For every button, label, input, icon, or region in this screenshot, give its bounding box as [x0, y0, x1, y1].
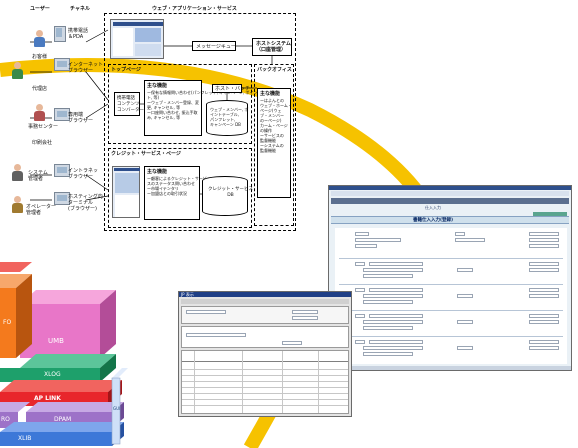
credit-page-block: クレジット・サービス・ページ	[108, 148, 252, 228]
mobile-channel-label: 携帯電話 ＆PDA	[68, 28, 89, 40]
credit-main-functions-box: 主な機能 ー顧客によるクレジット・サービ スのステータス問い合わせ ー市場イテン…	[144, 166, 207, 220]
contents-converter-label: 携帯電話 コンテンツ コンバーター	[117, 96, 144, 113]
stack-label-dpam: DPAM	[54, 416, 72, 423]
grid-screen-toolbar	[181, 299, 349, 304]
message-queue-label: メッセージキュー	[196, 44, 236, 50]
internet-pc-icon	[54, 58, 70, 71]
connection-lines	[30, 29, 273, 201]
stack-label-aplink: AP LINK	[34, 395, 61, 402]
column-header-web-app: ウェブ・アプリケーション・サービス	[152, 6, 237, 12]
intranet-pc-icon	[54, 164, 70, 177]
customer-label: お客様	[32, 54, 48, 60]
web-member-db-label: ウェブ・メンバー, ポ イントテーブル, パンフレット, キャンペーン DB	[210, 107, 249, 127]
stack-label-xlog: XLOG	[44, 371, 61, 378]
grid-screen-window: JP 表示	[178, 291, 352, 417]
back-office-block: バックオフィス	[254, 64, 294, 226]
host-batch-label: ホスト・バッチ	[215, 86, 251, 92]
credit-screenshot-thumb	[112, 166, 140, 218]
credit-service-db: クレジット・サービス DB	[202, 176, 253, 216]
message-queue-box: メッセージキュー	[192, 41, 236, 51]
grid-screen-mid-panel	[181, 326, 349, 348]
internet-browser-label: インターネット ブラウザー	[68, 62, 104, 74]
stack-label-fo: FO	[3, 319, 12, 326]
architecture-diagram: ユーザー チャネル ウェブ・アプリケーション・サービス メッセージキュー ホスト…	[0, 0, 300, 235]
grid-screen-titlebar: JP 表示	[179, 292, 351, 297]
credit-page-label: クレジット・サービス・ページ	[111, 151, 181, 157]
stack-label-xlib: XLIB	[18, 435, 32, 442]
software-stack-diagram: UMB XLOG AP LINK DPAM XLIB RO FO GUI	[0, 260, 180, 448]
form-entry-block-4	[339, 336, 563, 361]
back-office-functions-text: ーはよんとの ウェブ・ホーム・ ページ(ウェ ブ・メンバー のーページ) カーム…	[260, 98, 292, 153]
form-entry-block-3	[339, 310, 563, 335]
form-screen-topbar	[329, 186, 571, 190]
back-office-functions-box: 主な機能 ーはよんとの ウェブ・ホーム・ ページ(ウェ ブ・メンバー のーページ…	[257, 88, 292, 198]
stack-label-ro: RO	[1, 416, 10, 423]
mobile-device-icon	[54, 26, 66, 42]
top-main-functions-box: 主な機能 ー保有な情報問い合わせ(パンフレット, キャンペーン, ポイン ト, …	[144, 80, 258, 136]
credit-main-functions-text: ー顧客によるクレジット・サービ スのステータス問い合わせ ー市場イテンタリ ー加…	[147, 176, 207, 196]
credit-service-db-label: クレジット・サービス DB	[208, 187, 253, 198]
sys-admin-label: システム 管理者	[28, 170, 48, 182]
back-office-functions-title: 主な機能	[260, 91, 281, 97]
print-shop-label: 印刷会社	[32, 140, 53, 146]
intranet-browser-label: イントラネッ ブラウザー	[68, 168, 99, 180]
top-page-label: トップページ	[111, 67, 141, 73]
host-system-box: ホストシステム （口座管理）	[252, 38, 292, 56]
hosting-pc-icon	[54, 192, 70, 205]
agency-label: 代理店	[32, 86, 48, 92]
web-member-db: ウェブ・メンバー, ポ イントテーブル, パンフレット, キャンペーン DB	[206, 100, 249, 136]
stack-label-gui: GUI	[113, 406, 121, 411]
web-app-container	[104, 13, 296, 231]
form-screen-titlebar: 書籍仕入入力(登録)	[331, 216, 569, 224]
form-breadcrumb: 仕入入力	[425, 205, 441, 210]
grid-screen-title: JP 表示	[181, 292, 194, 297]
form-screen-taskbar	[329, 366, 571, 370]
hosting-terminal-label: ホスティング向 ターミナル (ブラウザー)	[68, 194, 103, 212]
form-screen-title: 書籍仕入入力(登録)	[413, 218, 454, 223]
host-batch-box: ホスト・バッチ	[212, 84, 250, 93]
top-page-block: トップページ	[108, 64, 252, 144]
form-screen-menubar	[331, 198, 569, 204]
office-center-label: 事務センター	[28, 124, 59, 130]
form-screen-window: 仕入入力 書籍仕入入力(登録)	[328, 185, 572, 371]
stack-label-umb: UMB	[48, 337, 64, 345]
back-office-label: バックオフィス	[257, 67, 292, 73]
column-header-user: ユーザー	[30, 6, 50, 12]
credit-main-functions-title: 主な機能	[147, 169, 168, 175]
form-screen-toolbar	[331, 191, 569, 196]
operator-label: オペレーター 管理者	[26, 204, 57, 216]
form-entry-block-2	[339, 284, 563, 309]
grid-screen-header-panel	[181, 306, 349, 324]
top-main-functions-text: ー保有な情報問い合わせ(パンフレット, キャンペーン, ポイン ト, 等) ーウ…	[147, 90, 258, 120]
form-header-fields	[339, 232, 563, 254]
dedicated-browser-label: 専用端 ブラウザー	[68, 112, 94, 124]
contents-converter-box: 携帯電話 コンテンツ コンバーター	[114, 92, 144, 116]
form-action-buttons[interactable]	[533, 212, 567, 218]
host-system-label: ホストシステム （口座管理）	[256, 41, 291, 53]
column-header-channel: チャネル	[70, 6, 90, 12]
form-entry-block-1	[339, 258, 563, 283]
stack-shapes	[0, 262, 128, 446]
grid-screen-table	[181, 350, 349, 414]
dedicated-pc-icon	[54, 108, 70, 121]
web-screenshot-thumb	[110, 19, 164, 59]
top-main-functions-title: 主な機能	[147, 83, 168, 89]
